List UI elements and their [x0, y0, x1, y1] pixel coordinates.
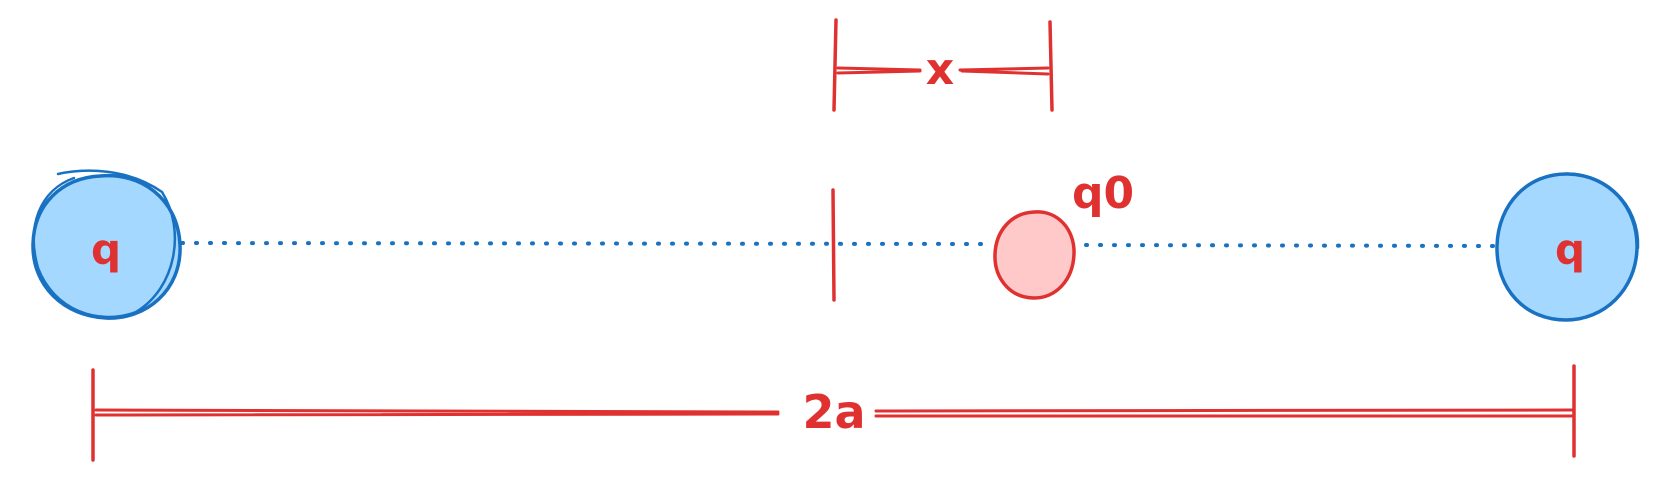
test-charge-circle [993, 210, 1076, 300]
separation-dimension: 2a [91, 364, 1576, 462]
offset-left-tick [832, 18, 838, 112]
left-charge-outline-sketch [32, 169, 177, 319]
offset-line-left [836, 66, 922, 75]
right-charge-outline-sketch [1558, 172, 1640, 250]
test-charge: q0 [993, 168, 1134, 300]
offset-label: x [926, 44, 954, 95]
right-charge-label: q [1555, 225, 1585, 274]
separation-line-left [94, 408, 780, 417]
offset-right-tick [1048, 20, 1054, 112]
midpoint-tick [831, 188, 836, 302]
left-charge: q [31, 169, 182, 320]
offset-line-right [958, 66, 1050, 76]
right-charge: q [1495, 172, 1640, 322]
offset-dimension: x [832, 18, 1054, 112]
test-charge-label: q0 [1072, 168, 1134, 219]
left-charge-label: q [91, 225, 121, 274]
separation-line-right [874, 408, 1574, 418]
separation-label: 2a [802, 385, 865, 439]
axis-dotted-line [180, 241, 1500, 248]
